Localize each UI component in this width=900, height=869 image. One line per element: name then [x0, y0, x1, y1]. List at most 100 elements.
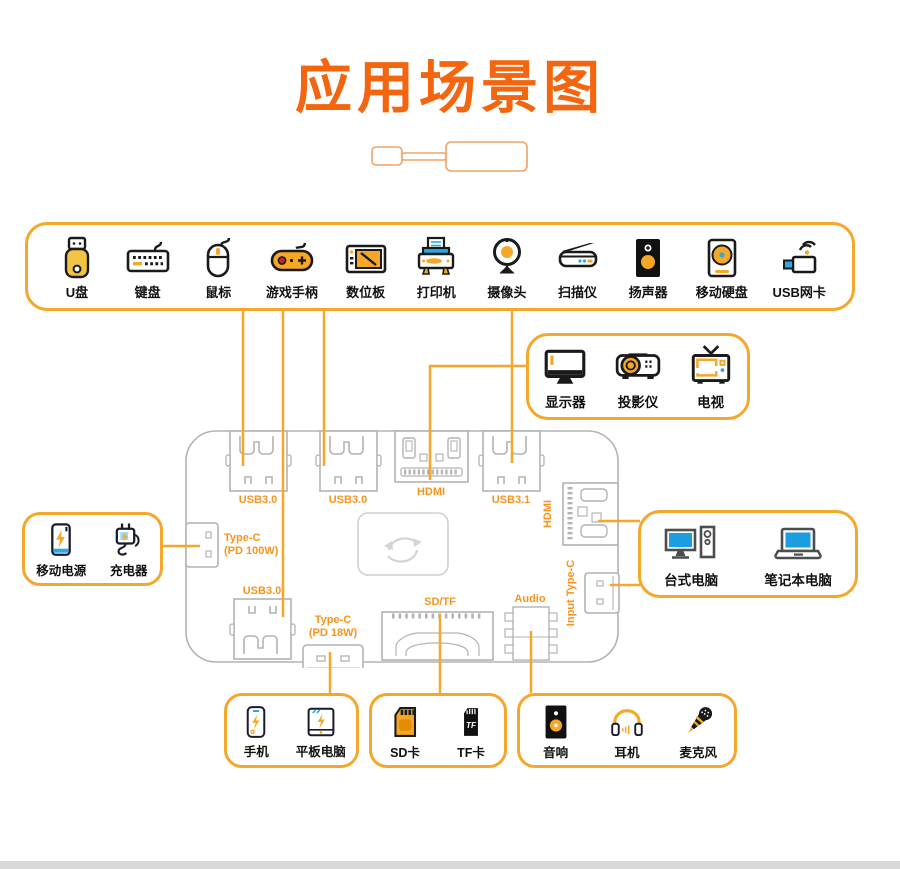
device-tv: 电视	[687, 343, 735, 410]
port-label-typec100-2: (PD 100W)	[224, 545, 279, 557]
device-label: U盘	[65, 284, 89, 300]
device-label: 麦克风	[679, 745, 718, 760]
device-u-disk: U盘	[54, 235, 100, 299]
port-label-usb31: USB3.1	[492, 494, 531, 506]
port-label-typec18-1: Type-C	[315, 614, 352, 626]
usb-a-port-top-2	[315, 430, 382, 492]
port-label-hdmi-side: HDMI	[542, 500, 554, 528]
headphones-icon	[607, 702, 647, 742]
device-keyboard: 键盘	[125, 235, 171, 299]
device-graphics-tablet: 数位板	[343, 235, 389, 299]
port-label-usb30-2: USB3.0	[329, 494, 368, 506]
port-label-usb30-1: USB3.0	[239, 494, 278, 506]
device-monitor: 显示器	[541, 343, 589, 410]
device-label: 投影仪	[617, 395, 659, 411]
device-audio-speaker: 音响	[536, 702, 576, 760]
computer-devices-group: 台式电脑 笔记本电脑	[638, 510, 858, 598]
desktop-computer-icon	[664, 521, 718, 569]
gamepad-icon	[269, 235, 315, 281]
page-title: 应用场景图	[295, 56, 605, 120]
tv-icon	[687, 343, 735, 391]
device-label: SD卡	[390, 745, 420, 760]
device-phone: 手机	[237, 703, 275, 759]
type-c-pd18-port	[302, 644, 364, 668]
device-microphone: 麦克风	[678, 702, 718, 760]
audio-devices-group: 音响 耳机 麦克风	[517, 693, 737, 768]
portable-hdd-icon	[699, 235, 745, 281]
usb-devices-group: U盘 键盘 鼠标 游戏手柄 数位板 打印机 摄像头 扫描仪	[25, 222, 855, 311]
tablet-icon	[302, 703, 340, 741]
usb-flash-drive-icon	[54, 235, 100, 281]
audio-port	[504, 606, 558, 661]
hub-outline-drawing	[371, 141, 528, 172]
device-label: 移动电源	[36, 564, 87, 579]
device-headphones: 耳机	[607, 702, 647, 760]
type-c-pd100-port	[185, 522, 219, 568]
display-devices-group: 显示器 投影仪 电视	[526, 333, 750, 420]
projector-icon	[614, 343, 662, 391]
device-desktop: 台式电脑	[664, 521, 718, 588]
port-label-input-typec: Input Type-C	[565, 560, 577, 626]
sd-card-icon	[385, 702, 425, 742]
printer-icon	[413, 235, 459, 281]
monitor-icon	[541, 343, 589, 391]
usb-hub-device: USB3.0 USB3.0 HDMI USB3.1 Type-C (PD 100…	[185, 428, 620, 668]
port-label-hdmi-top: HDMI	[417, 486, 445, 498]
device-label: 耳机	[614, 745, 640, 760]
port-label-audio: Audio	[514, 593, 545, 605]
device-label: 游戏手柄	[265, 284, 318, 300]
device-tf-card: TF TF卡	[451, 702, 491, 760]
device-tablet: 平板电脑	[296, 703, 346, 759]
card-devices-group: SD卡 TF TF卡	[369, 693, 507, 768]
speaker-icon	[625, 235, 671, 281]
mobile-devices-group: 手机 平板电脑	[224, 693, 359, 768]
device-label: 移动硬盘	[695, 284, 748, 300]
hub-logo	[357, 512, 449, 576]
device-label: 扫描仪	[557, 284, 597, 300]
device-label: 音响	[543, 745, 569, 760]
scanner-icon	[555, 235, 601, 281]
device-label: 摄像头	[487, 284, 527, 300]
usb-a-port-top-3	[478, 430, 545, 492]
device-laptop: 笔记本电脑	[764, 521, 832, 588]
hdmi-port-top	[395, 431, 468, 482]
device-sd-card: SD卡	[385, 702, 425, 760]
audio-speaker-icon	[536, 702, 576, 742]
device-label: 键盘	[134, 284, 161, 300]
device-power-bank: 移动电源	[36, 520, 86, 578]
device-printer: 打印机	[413, 235, 459, 299]
page-edge-strip	[0, 861, 900, 869]
usb-wifi-adapter-icon	[776, 235, 822, 281]
webcam-icon	[484, 235, 530, 281]
device-scanner: 扫描仪	[555, 235, 601, 299]
hdmi-port-side	[562, 482, 619, 546]
port-label-typec18-2: (PD 18W)	[309, 627, 358, 639]
keyboard-icon	[125, 235, 171, 281]
device-label: 手机	[243, 744, 269, 759]
device-portable-hdd: 移动硬盘	[696, 235, 748, 299]
device-label: 台式电脑	[664, 572, 719, 588]
device-loudspeaker: 扬声器	[625, 235, 671, 299]
device-projector: 投影仪	[614, 343, 662, 410]
power-devices-group: 移动电源 充电器	[22, 512, 163, 586]
usb-a-port-bottom	[229, 598, 296, 660]
device-label: 电视	[697, 395, 725, 411]
microphone-icon	[678, 702, 718, 742]
usb-a-port-top-1	[225, 430, 292, 492]
device-webcam: 摄像头	[484, 235, 530, 299]
device-mouse: 鼠标	[195, 235, 241, 299]
device-label: USB网卡	[772, 284, 826, 300]
device-gamepad: 游戏手柄	[266, 235, 318, 299]
tf-card-text: TF	[466, 721, 477, 730]
mouse-icon	[195, 235, 241, 281]
device-label: 扬声器	[628, 284, 668, 300]
phone-icon	[237, 703, 275, 741]
laptop-icon	[771, 521, 825, 569]
device-label: 打印机	[416, 284, 456, 300]
device-charger: 充电器	[109, 520, 149, 578]
device-label: TF卡	[457, 745, 485, 760]
device-usb-wifi: USB网卡	[772, 235, 826, 300]
power-bank-icon	[41, 520, 81, 560]
device-label: 平板电脑	[295, 744, 346, 759]
device-label: 笔记本电脑	[764, 572, 832, 588]
